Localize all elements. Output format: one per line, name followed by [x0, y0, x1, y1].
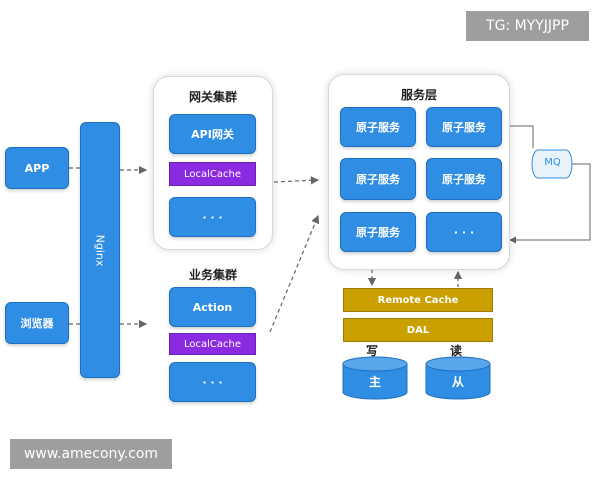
atomic-service-box: 原子服务 — [426, 107, 502, 147]
nginx-box: Nginx — [80, 122, 120, 378]
business-localcache-box: LocalCache — [169, 333, 256, 355]
browser-client-box: 浏览器 — [5, 302, 69, 344]
master-db-label: 主 — [368, 375, 381, 389]
read-label: 读 — [450, 344, 463, 358]
app-client-box: APP — [5, 147, 69, 189]
api-gateway-box: API网关 — [169, 114, 256, 154]
slave-db-cylinder — [425, 356, 491, 400]
mq-to-service-line — [509, 163, 591, 244]
atomic-service-box: 原子服务 — [340, 158, 416, 200]
gateway-more-box: · · · — [169, 197, 256, 237]
master-db-cylinder — [342, 356, 408, 400]
service-layer-title: 服务层 — [400, 88, 437, 102]
nginx-label: Nginx — [93, 234, 107, 266]
atomic-service-box: 原子服务 — [340, 107, 416, 147]
remote-cache-box: Remote Cache — [343, 288, 493, 312]
watermark-top: TG: MYYJJPP — [466, 11, 589, 41]
watermark-bottom: www.amecony.com — [10, 439, 172, 469]
atomic-service-box: 原子服务 — [426, 158, 502, 200]
service-to-mq-line — [500, 125, 534, 148]
gateway-to-service-arrow — [273, 176, 320, 185]
business-cluster-title: 业务集群 — [188, 268, 237, 282]
dal-box: DAL — [343, 318, 493, 342]
gateway-cluster-title: 网关集群 — [188, 90, 237, 104]
action-box: Action — [169, 287, 256, 327]
mq-cylinder — [531, 149, 573, 179]
business-to-service-arrow — [269, 214, 320, 333]
write-label: 写 — [366, 344, 379, 358]
mq-label: MQ — [544, 157, 561, 168]
slave-db-label: 从 — [451, 375, 464, 389]
gateway-localcache-box: LocalCache — [169, 162, 256, 186]
service-more-box: · · · — [426, 212, 502, 252]
atomic-service-box: 原子服务 — [340, 212, 416, 252]
business-more-box: · · · — [169, 362, 256, 402]
